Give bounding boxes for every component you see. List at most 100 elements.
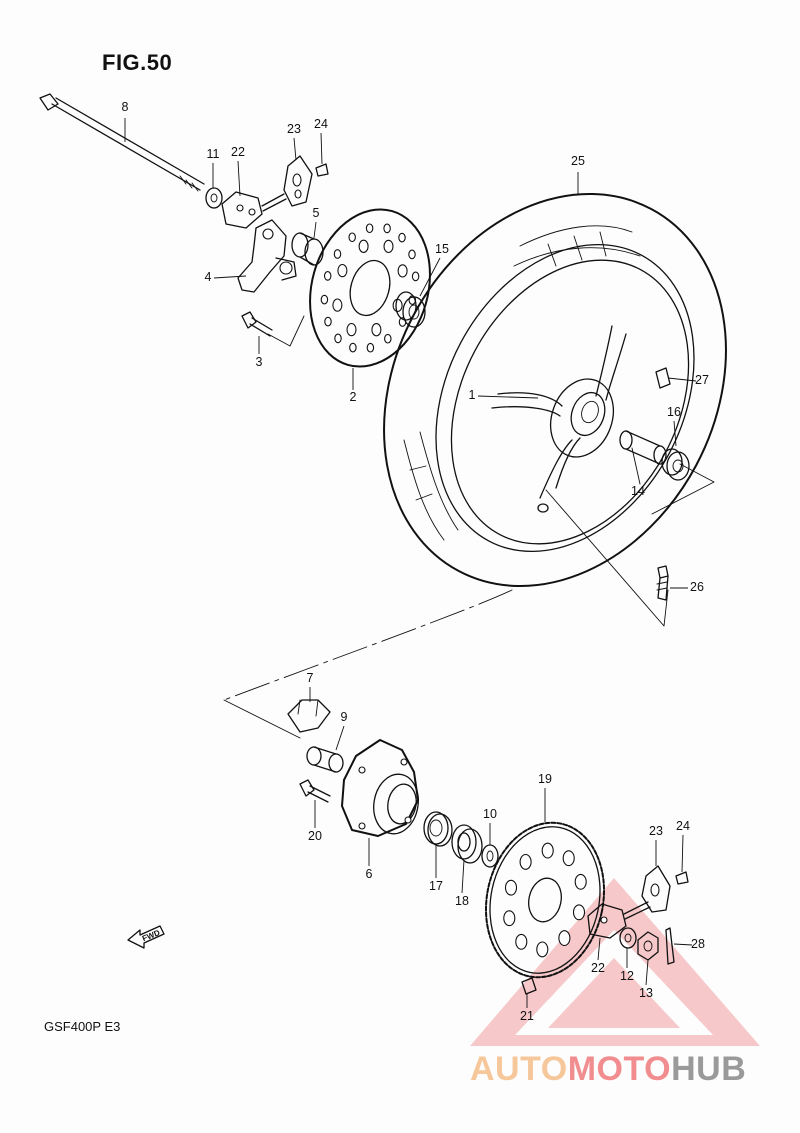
callout-leader-23 bbox=[293, 137, 297, 161]
watermark-text: AUTOMOTOHUB bbox=[470, 1050, 746, 1089]
watermark-part-auto: AUTO bbox=[470, 1050, 568, 1088]
rear-wheel-tire bbox=[383, 193, 727, 587]
callout-number-23: 23 bbox=[287, 122, 301, 136]
callout-leader-16 bbox=[673, 420, 677, 447]
sprocket-holes-hole bbox=[519, 853, 532, 870]
callout-number-8: 8 bbox=[122, 100, 129, 114]
sprocket-holes-hole bbox=[515, 933, 528, 950]
sprocket-holes-hole bbox=[503, 910, 516, 927]
callout-number-26: 26 bbox=[690, 580, 704, 594]
assembly-line-right bbox=[545, 463, 715, 627]
nut-21 bbox=[521, 977, 537, 995]
sprocket-holes-hole bbox=[562, 850, 575, 867]
callout-number-24: 24 bbox=[676, 819, 690, 833]
callout-leader-1 bbox=[477, 395, 539, 399]
sprocket-holes-hole bbox=[574, 873, 587, 890]
callout-leader-22 bbox=[597, 937, 601, 961]
callout-number-2: 2 bbox=[350, 390, 357, 404]
disc-holes-hole bbox=[365, 223, 374, 234]
callout-number-3: 3 bbox=[256, 355, 263, 369]
callout-number-23: 23 bbox=[649, 824, 663, 838]
disc-holes-hole bbox=[397, 264, 408, 278]
callout-leader-13 bbox=[645, 959, 649, 986]
disc-holes-hole bbox=[337, 263, 348, 278]
disc-holes-hole bbox=[392, 298, 403, 313]
collar-9 bbox=[306, 746, 344, 773]
callout-leader-24 bbox=[320, 132, 323, 165]
callout-number-24: 24 bbox=[314, 117, 328, 131]
bearing-17 bbox=[423, 811, 453, 847]
callout-number-25: 25 bbox=[571, 154, 585, 168]
callout-number-13: 13 bbox=[639, 986, 653, 1000]
chain-adjuster-22 bbox=[221, 191, 287, 229]
assembly-line-lower bbox=[223, 699, 301, 739]
bolt-3-leader bbox=[267, 315, 305, 347]
caliper-bracket-4 bbox=[237, 219, 297, 293]
disc-holes-hole bbox=[346, 322, 357, 337]
callout-leader-9 bbox=[335, 725, 345, 751]
forward-direction-arrow: FWD bbox=[127, 925, 165, 949]
callout-leader-18 bbox=[461, 859, 465, 894]
disc-holes-hole bbox=[366, 342, 375, 353]
callout-number-16: 16 bbox=[667, 405, 681, 419]
callout-number-6: 6 bbox=[366, 867, 373, 881]
callout-number-17: 17 bbox=[429, 879, 443, 893]
disc-holes-hole bbox=[332, 298, 343, 312]
bearing-15 bbox=[395, 291, 426, 328]
callout-leader-5 bbox=[313, 221, 317, 239]
disc-holes-hole bbox=[408, 249, 416, 260]
assembly-line-left bbox=[223, 589, 513, 701]
callout-number-20: 20 bbox=[308, 829, 322, 843]
fwd-label: FWD bbox=[141, 928, 161, 943]
axle-shaft bbox=[39, 93, 205, 192]
disc-holes-hole bbox=[384, 333, 392, 344]
callout-number-5: 5 bbox=[313, 206, 320, 220]
spacer-10 bbox=[481, 844, 499, 868]
disc-holes-hole bbox=[323, 271, 332, 281]
sprocket-holes-hole bbox=[541, 842, 554, 859]
disc-holes-hole bbox=[349, 342, 357, 353]
adjuster-plate-23-rear bbox=[641, 865, 671, 913]
callout-number-18: 18 bbox=[455, 894, 469, 908]
sprocket-holes-hole bbox=[558, 930, 571, 947]
callout-number-10: 10 bbox=[483, 807, 497, 821]
sprocket-holes-hole bbox=[572, 904, 586, 921]
callout-number-9: 9 bbox=[341, 710, 348, 724]
disc-holes-hole bbox=[411, 271, 420, 282]
rear-sprocket-19 bbox=[484, 821, 606, 979]
disc-holes-hole bbox=[398, 232, 406, 243]
callout-number-11: 11 bbox=[207, 147, 220, 161]
tire-valve-26 bbox=[656, 565, 669, 601]
watermark-triangle-logo bbox=[470, 878, 760, 1046]
disc-holes-hole bbox=[383, 239, 394, 254]
cushion-7 bbox=[287, 699, 331, 733]
callout-number-15: 15 bbox=[435, 242, 449, 256]
sprocket-holes-hole bbox=[504, 879, 518, 896]
callout-number-4: 4 bbox=[205, 270, 212, 284]
callout-number-21: 21 bbox=[520, 1009, 534, 1023]
disc-holes-hole bbox=[358, 239, 369, 253]
nut-24-rear bbox=[675, 871, 689, 885]
oil-seal-18 bbox=[451, 824, 483, 864]
callout-leader-27 bbox=[667, 377, 697, 382]
callout-number-12: 12 bbox=[620, 969, 634, 983]
chain-adjuster-22-rear bbox=[587, 901, 651, 939]
callout-number-19: 19 bbox=[538, 772, 552, 786]
callout-number-1: 1 bbox=[469, 388, 476, 402]
disc-holes-hole bbox=[324, 316, 332, 327]
disc-holes-hole bbox=[333, 249, 342, 259]
adjuster-plate-23 bbox=[283, 155, 313, 207]
axle-nut-13 bbox=[637, 931, 659, 961]
brake-disc-2 bbox=[309, 208, 431, 368]
nut-24 bbox=[315, 163, 329, 177]
watermark-part-hub: HUB bbox=[671, 1050, 747, 1088]
cotter-pin-28 bbox=[665, 927, 675, 965]
callout-number-22: 22 bbox=[231, 145, 245, 159]
sprocket-holes-hole bbox=[536, 941, 549, 958]
callout-number-14: 14 bbox=[631, 484, 645, 498]
disc-holes-hole bbox=[320, 294, 329, 305]
disc-holes-hole bbox=[348, 232, 356, 243]
